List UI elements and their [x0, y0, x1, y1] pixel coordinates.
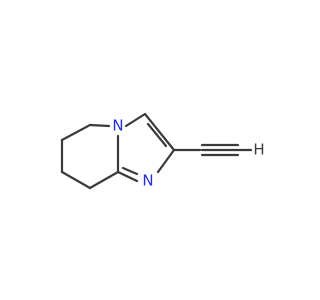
chemical-structure-canvas: N N H: [60, 112, 265, 190]
bond-n1-c8a-outer: [116, 170, 139, 183]
bond-c5-n4: [88, 123, 111, 128]
bond-c2-n1: [156, 148, 176, 174]
bond-n4-c3: [124, 112, 147, 128]
bond-c5-c6: [60, 123, 92, 142]
molecule-diagram: N N H: [60, 112, 265, 190]
bond-c7-c8: [60, 170, 92, 190]
bond-c3-c2-inner: [146, 122, 168, 148]
bond-n1-c8a-inner: [121, 166, 139, 176]
bond-c3-c2-outer: [143, 112, 176, 152]
terminal-hydrogen-label: H: [253, 141, 264, 159]
bond-c8-c8a: [88, 170, 120, 190]
ring-nitrogen-label: N: [112, 117, 123, 135]
imine-nitrogen-label: N: [142, 172, 153, 190]
